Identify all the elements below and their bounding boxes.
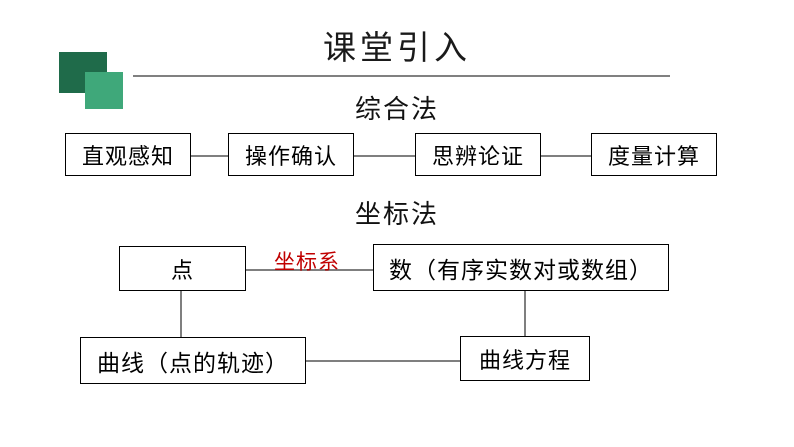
connector-perception-to-operation bbox=[190, 155, 230, 157]
flow-box-operation-confirmation: 操作确认 bbox=[228, 133, 354, 176]
flow-box-intuitive-perception: 直观感知 bbox=[65, 133, 191, 176]
title-divider bbox=[133, 75, 670, 77]
section-heading-coordinate: 坐标法 bbox=[354, 200, 439, 230]
flow-box-curve-equation: 曲线方程 bbox=[460, 336, 590, 381]
decorative-square-light bbox=[85, 72, 123, 109]
connector-operation-to-argument bbox=[353, 155, 417, 157]
page-title: 课堂引入 bbox=[323, 28, 471, 67]
flow-box-number: 数（有序实数对或数组） bbox=[373, 244, 669, 291]
connector-point-to-number bbox=[245, 269, 375, 271]
connector-curve-to-equation bbox=[305, 360, 462, 362]
section-heading-synthesis: 综合法 bbox=[354, 95, 439, 125]
connector-number-to-equation bbox=[524, 290, 526, 337]
flow-box-speculative-argumentation: 思辨论证 bbox=[415, 133, 541, 176]
flow-box-measurement-calculation: 度量计算 bbox=[591, 133, 717, 176]
connector-argument-to-measurement bbox=[540, 155, 593, 157]
flow-box-point: 点 bbox=[119, 246, 246, 291]
connector-point-to-curve bbox=[180, 290, 182, 338]
annotation-coordinate-system: 坐标系 bbox=[274, 250, 340, 274]
flow-box-curve: 曲线（点的轨迹） bbox=[80, 337, 306, 384]
